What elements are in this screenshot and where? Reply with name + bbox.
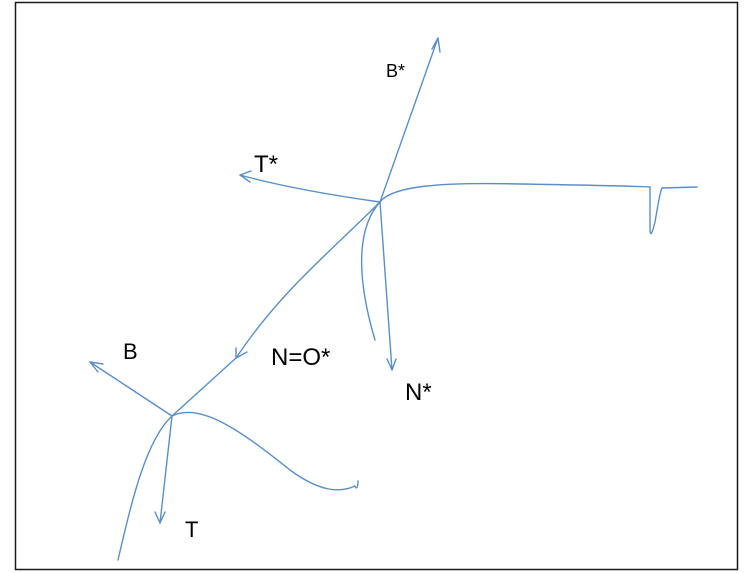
n-eq-o-star-line-lower	[171, 357, 237, 417]
b-star-vector	[379, 37, 439, 203]
label-n-eq-o-star: N=O*	[271, 344, 330, 371]
t-star-arrowhead	[239, 170, 252, 183]
t-vector	[159, 415, 173, 524]
label-n-star: N*	[405, 379, 432, 406]
t-star-vector	[239, 174, 381, 203]
b-vector	[89, 361, 173, 417]
b-star-arrowhead	[431, 37, 441, 53]
upper-curve-lower-branch	[360, 201, 381, 341]
upper-curve	[379, 182, 651, 203]
diagram-border	[14, 1, 739, 571]
t-arrowhead	[154, 511, 166, 524]
b-arrowhead	[89, 361, 104, 373]
lower-curve	[117, 411, 359, 561]
label-b: B	[123, 339, 138, 364]
label-t-star: T*	[254, 151, 278, 178]
label-b-star: B*	[386, 61, 405, 81]
n-eq-o-star-vector	[235, 201, 381, 359]
upper-curve-hook	[649, 186, 698, 235]
n-star-arrowhead	[386, 358, 397, 371]
label-t: T	[185, 517, 198, 542]
n-star-vector	[379, 201, 393, 371]
